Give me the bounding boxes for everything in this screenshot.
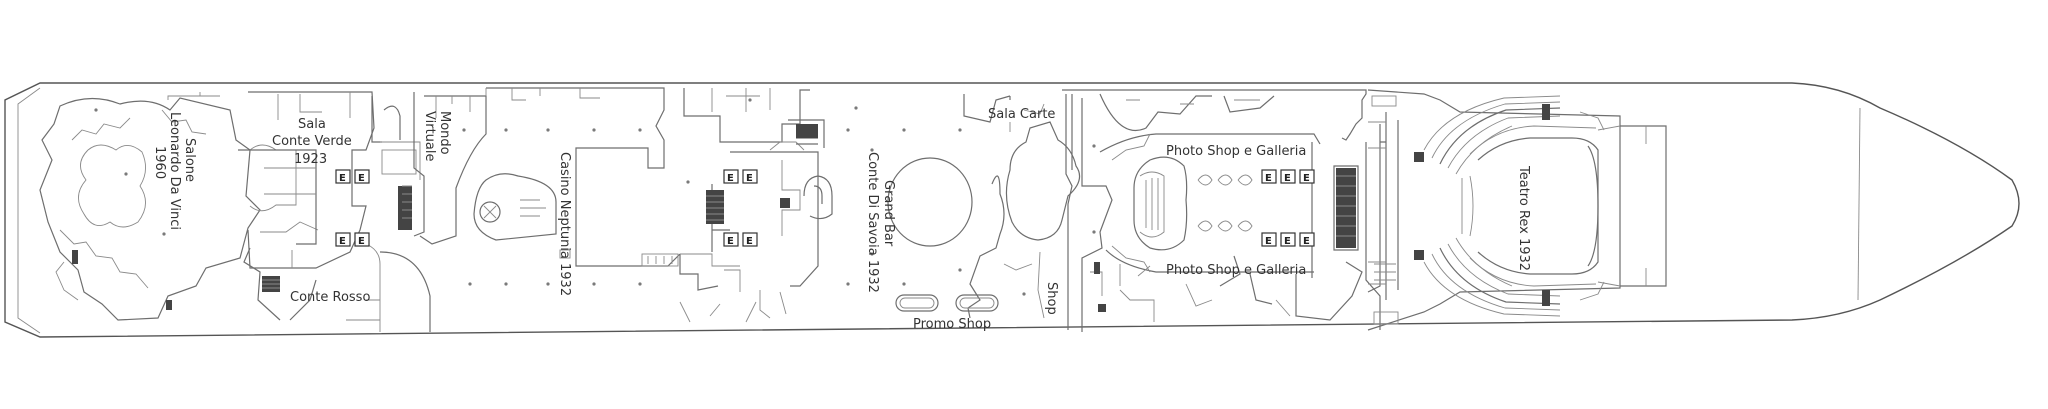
elevator-icon: E [746, 236, 753, 247]
elevator-icon: E [727, 173, 734, 184]
column-dot [546, 128, 550, 132]
salone-leonardo-walls [39, 92, 261, 321]
stairs-icon [398, 186, 412, 230]
lifts-casino-lower: E E [723, 232, 758, 247]
column-dot [638, 282, 642, 286]
column-dot [1022, 292, 1026, 296]
mondo-virtuale-walls [419, 95, 487, 245]
photo-shop-walls [1062, 89, 1386, 332]
lifts-photo-shop-lower: E E E [1261, 232, 1315, 247]
label-salone-leonardo: Salone Leonardo Da Vinci 1960 [152, 112, 197, 230]
elevator-icon: E [339, 173, 346, 184]
elevator-icon: E [746, 173, 753, 184]
label-casino-neptunia: Casino Neptunia 1932 [557, 152, 572, 296]
column-dot [1092, 230, 1096, 234]
elevator-icon: E [1303, 173, 1310, 184]
elevator-icon: E [358, 236, 365, 247]
label-sala-conte-verde-1: Sala [298, 117, 326, 132]
label-teatro-rex: Teatro Rex 1932 [1516, 165, 1531, 271]
label-grand-bar-line1: Grand Bar [881, 180, 896, 247]
column-dot [854, 106, 858, 110]
label-promo-shop: Promo Shop [913, 317, 991, 332]
lifts-photo-shop-upper: E E E [1261, 169, 1315, 184]
lifts-conte-verde-upper: E E [335, 169, 370, 184]
column-dot [638, 128, 642, 132]
column-dot [686, 180, 690, 184]
elevator-icon: E [339, 236, 346, 247]
label-photo-shop-bottom: Photo Shop e Galleria [1166, 263, 1306, 278]
label-conte-rosso: Conte Rosso [290, 290, 370, 305]
column-dot [748, 98, 752, 102]
column-dot [462, 128, 466, 132]
column-dot [902, 128, 906, 132]
grand-bar-walls [887, 94, 1081, 319]
column-dot [546, 282, 550, 286]
label-sala-conte-verde-2: Conte Verde [272, 134, 352, 149]
column-dot [846, 128, 850, 132]
label-salone-line2: Leonardo Da Vinci [167, 112, 182, 230]
elevator-icon: E [1303, 236, 1310, 247]
column-dot [504, 282, 508, 286]
label-salone-line3: 1960 [152, 146, 167, 179]
label-grand-bar-line2: Conte Di Savoia 1932 [865, 152, 880, 293]
bow-inner-line [1857, 107, 1861, 301]
label-shop: Shop [1044, 282, 1059, 315]
label-mondo-line1: Mondo [437, 111, 452, 155]
column-dot [592, 282, 596, 286]
column-dot [1092, 144, 1096, 148]
column-dot [592, 128, 596, 132]
casino-neptunia-walls [473, 87, 681, 267]
conte-rosso-walls [243, 243, 431, 332]
sala-conte-verde-walls [238, 91, 425, 269]
hull-outline [4, 82, 2020, 338]
column-dot [94, 108, 98, 112]
label-sala-carte: Sala Carte [988, 107, 1055, 122]
column-dots [94, 98, 1096, 296]
elevator-icon: E [727, 236, 734, 247]
elevator-icon: E [1284, 236, 1291, 247]
column-dot [504, 128, 508, 132]
column-dot [124, 172, 128, 176]
lifts-conte-verde-lower: E E [335, 232, 370, 247]
elevator-icon: E [1265, 173, 1272, 184]
elevator-icon: E [1265, 236, 1272, 247]
lifts-casino-upper: E E [723, 169, 758, 184]
stairs-icon [1336, 168, 1356, 248]
elevator-icon: E [358, 173, 365, 184]
column-dot [162, 232, 166, 236]
column-dot [958, 268, 962, 272]
forward-service-walls [1371, 95, 1399, 325]
column-dot [846, 282, 850, 286]
stern-inner-line [17, 87, 41, 334]
teatro-rex-walls [1367, 89, 1667, 331]
column-dot [870, 148, 874, 152]
column-dot [902, 282, 906, 286]
label-sala-conte-verde-3: 1923 [294, 152, 327, 167]
midships-walls [641, 88, 833, 323]
label-salone-line1: Salone [182, 138, 197, 182]
label-mondo-line2: Virtuale [422, 111, 437, 161]
promo-shop-booths [895, 294, 999, 312]
elevator-icon: E [1284, 173, 1291, 184]
label-mondo-virtuale: Mondo Virtuale [422, 111, 452, 161]
label-photo-shop-top: Photo Shop e Galleria [1166, 144, 1306, 159]
column-dot [870, 252, 874, 256]
column-dot [468, 282, 472, 286]
column-dot [958, 128, 962, 132]
label-grand-bar: Grand Bar Conte Di Savoia 1932 [865, 152, 896, 293]
